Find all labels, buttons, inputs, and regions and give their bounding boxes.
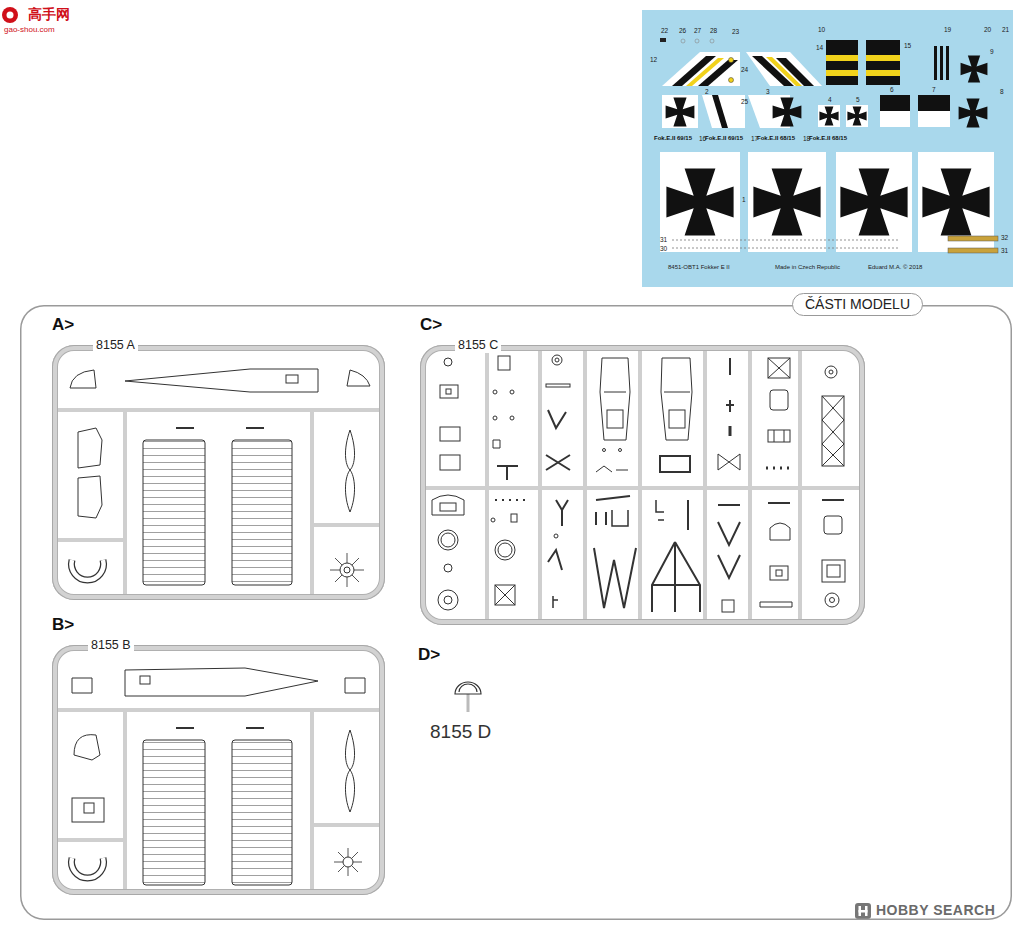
decal-text: 10 — [818, 26, 825, 33]
decal-text: 6 — [890, 86, 894, 93]
sprue-code: 8155 C — [455, 339, 501, 353]
parts-panel: ČÁSTI MODELUA>8155 AB>8155 BC>8155 C — [20, 305, 1012, 920]
decal-sheet: 222627282310121415192021242523456789Fok.… — [642, 10, 1013, 287]
sprue-frame: B>8155 B — [52, 645, 385, 895]
decal-text: 23 — [732, 28, 739, 35]
decal-text: 25 — [741, 98, 748, 105]
decal-text: 7 — [932, 86, 936, 93]
decal-sheet — [642, 10, 1013, 287]
decal-text: 32 — [1001, 234, 1008, 241]
decal-text: Made in Czech Republic — [775, 264, 840, 271]
decal-text: Fok.E.II 68/15 — [757, 135, 795, 142]
sprue-code: 8155 A — [93, 339, 138, 353]
watermark-url: gao-shou.com — [4, 26, 55, 35]
decal-text: 26 — [679, 27, 686, 34]
sprue-c-parts — [432, 355, 845, 612]
sprue-frame: A>8155 A — [52, 345, 385, 600]
decal-text: 4 — [828, 96, 832, 103]
logo-icon — [2, 7, 18, 23]
decal-text: 24 — [741, 66, 748, 73]
decal-text: 31 — [660, 236, 667, 243]
decal-text: 5 — [856, 96, 860, 103]
decal-text: 2 — [705, 88, 709, 95]
decal-text: 14 — [816, 44, 823, 51]
sprue-frame: C>8155 C — [420, 345, 865, 625]
decal-text: 8451-OBT1 Fokker E II — [668, 264, 730, 271]
watermark: HOBBY SEARCH — [876, 903, 995, 918]
sprue-letter: D> — [418, 646, 440, 665]
decal-text: 15 — [904, 42, 911, 49]
sprue-code: 8155 D — [430, 722, 491, 743]
decal-text: 28 — [710, 27, 717, 34]
decal-text: 31 — [1001, 247, 1008, 254]
decal-text: 9 — [990, 48, 994, 55]
decal-text: 21 — [1002, 26, 1009, 33]
sprue-b-parts — [72, 668, 366, 885]
panel-title: ČÁSTI MODELU — [792, 293, 923, 316]
sprue-letter: C> — [420, 316, 442, 335]
decal-text: Fok.E.II 69/15 — [705, 135, 743, 142]
decal-text: 1 — [742, 196, 746, 203]
sprue-code: 8155 B — [88, 639, 134, 653]
decal-text: 12 — [650, 56, 657, 63]
sprue-runners — [52, 345, 865, 895]
sprue-a-parts — [70, 369, 370, 587]
decal-text: Eduard M.A. © 2018 — [868, 264, 922, 271]
decal-text: 3 — [766, 88, 770, 95]
decal-text: 22 — [661, 27, 668, 34]
sprue-letter: A> — [52, 316, 74, 335]
decal-text: Fok.E.II 69/15 — [654, 135, 692, 142]
decal-text: 20 — [984, 26, 991, 33]
decal-text: 8 — [1000, 88, 1004, 95]
decal-text: Fok.E.II 68/15 — [809, 135, 847, 142]
decal-text: 19 — [944, 26, 951, 33]
watermark-logo: 高手网 — [28, 7, 70, 22]
watermark-icon — [855, 903, 871, 919]
decal-text: 30 — [660, 245, 667, 252]
decal-text: 27 — [694, 27, 701, 34]
sprue-d-part — [455, 682, 481, 712]
sprue-letter: B> — [52, 616, 74, 635]
